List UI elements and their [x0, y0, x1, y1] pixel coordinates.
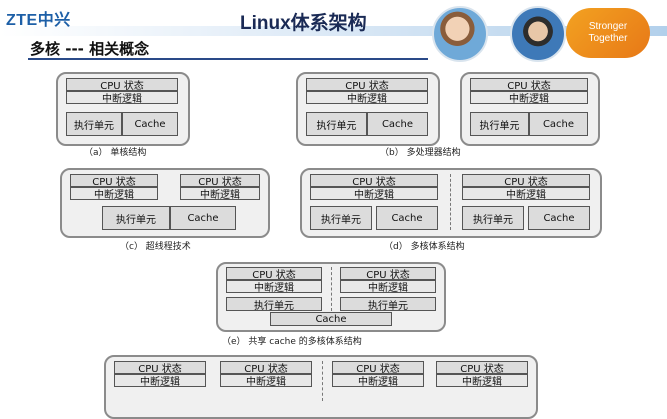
badge-line-1: Stronger	[588, 21, 628, 32]
interrupt-logic-cell: 中断逻辑	[340, 280, 436, 294]
exec-unit-cell: 执行单元	[66, 112, 122, 136]
caption-d: （d） 多核体系结构	[384, 242, 465, 252]
cpu-state-cell: CPU 状态	[340, 267, 436, 281]
cpu-state-cell: CPU 状态	[332, 361, 424, 375]
interrupt-logic-cell: 中断逻辑	[310, 187, 438, 201]
header-gradient-bar	[0, 26, 667, 36]
diagram-c-frame: CPU 状态 中断逻辑 CPU 状态 中断逻辑 执行单元 Cache	[60, 168, 270, 238]
core-divider	[331, 267, 332, 311]
cache-cell: Cache	[170, 206, 236, 230]
header-photo-left	[432, 6, 488, 62]
badge-line-2: Together	[588, 33, 628, 44]
cache-cell: Cache	[367, 112, 428, 136]
interrupt-logic-cell: 中断逻辑	[470, 91, 588, 105]
cpu-state-cell: CPU 状态	[220, 361, 312, 375]
caption-a: （a） 单核结构	[84, 148, 147, 158]
interrupt-logic-cell: 中断逻辑	[180, 187, 260, 201]
caption-b: （b） 多处理器结构	[380, 148, 461, 158]
interrupt-logic-cell: 中断逻辑	[220, 374, 312, 388]
section-title: 多核 --- 相关概念	[30, 40, 150, 58]
cache-cell: Cache	[528, 206, 590, 230]
diagram-f-frame: CPU 状态 中断逻辑 CPU 状态 中断逻辑 CPU 状态 中断逻辑 CPU …	[104, 355, 538, 419]
cpu-state-cell: CPU 状态	[226, 267, 322, 281]
diagram-e-frame: CPU 状态 中断逻辑 执行单元 CPU 状态 中断逻辑 执行单元 Cache	[216, 262, 446, 332]
caption-c: （c） 超线程技术	[120, 242, 191, 252]
interrupt-logic-cell: 中断逻辑	[226, 280, 322, 294]
diagram-a-frame: CPU 状态 中断逻辑 执行单元 Cache	[56, 72, 190, 146]
exec-unit-cell: 执行单元	[226, 297, 322, 312]
interrupt-logic-cell: 中断逻辑	[462, 187, 590, 201]
exec-unit-cell: 执行单元	[310, 206, 372, 230]
interrupt-logic-cell: 中断逻辑	[70, 187, 158, 201]
exec-unit-cell: 执行单元	[340, 297, 436, 312]
cpu-state-cell: CPU 状态	[114, 361, 206, 375]
diagram-d-frame: CPU 状态 中断逻辑 执行单元 Cache CPU 状态 中断逻辑 执行单元 …	[300, 168, 602, 238]
cpu-state-cell: CPU 状态	[310, 174, 438, 188]
interrupt-logic-cell: 中断逻辑	[436, 374, 528, 388]
stronger-together-badge: Stronger Together	[566, 8, 650, 58]
exec-unit-cell: 执行单元	[102, 206, 170, 230]
cache-cell: Cache	[529, 112, 588, 136]
shared-cache-cell: Cache	[270, 312, 392, 326]
cache-cell: Cache	[376, 206, 438, 230]
diagram-b-frame: CPU 状态 中断逻辑 执行单元 Cache	[296, 72, 440, 146]
title-underline	[28, 58, 428, 60]
cpu-state-cell: CPU 状态	[436, 361, 528, 375]
interrupt-logic-cell: 中断逻辑	[332, 374, 424, 388]
cpu-state-cell: CPU 状态	[66, 78, 178, 92]
zte-logo: ZTE中兴	[6, 12, 71, 29]
interrupt-logic-cell: 中断逻辑	[306, 91, 428, 105]
core-divider	[322, 361, 323, 401]
header-photo-right	[510, 6, 566, 62]
cpu-state-cell: CPU 状态	[306, 78, 428, 92]
exec-unit-cell: 执行单元	[306, 112, 367, 136]
exec-unit-cell: 执行单元	[462, 206, 524, 230]
caption-e: （e） 共享 cache 的多核体系结构	[222, 337, 362, 347]
exec-unit-cell: 执行单元	[470, 112, 529, 136]
cpu-state-cell: CPU 状态	[70, 174, 158, 188]
interrupt-logic-cell: 中断逻辑	[114, 374, 206, 388]
cpu-state-cell: CPU 状态	[180, 174, 260, 188]
interrupt-logic-cell: 中断逻辑	[66, 91, 178, 105]
diagram-b-frame-2: CPU 状态 中断逻辑 执行单元 Cache	[460, 72, 600, 146]
cpu-state-cell: CPU 状态	[462, 174, 590, 188]
cache-cell: Cache	[122, 112, 178, 136]
slide-header: ZTE中兴 Linux体系架构 多核 --- 相关概念 Stronger Tog…	[0, 0, 667, 66]
cpu-state-cell: CPU 状态	[470, 78, 588, 92]
core-divider	[450, 174, 451, 230]
deck-title: Linux体系架构	[240, 13, 367, 34]
